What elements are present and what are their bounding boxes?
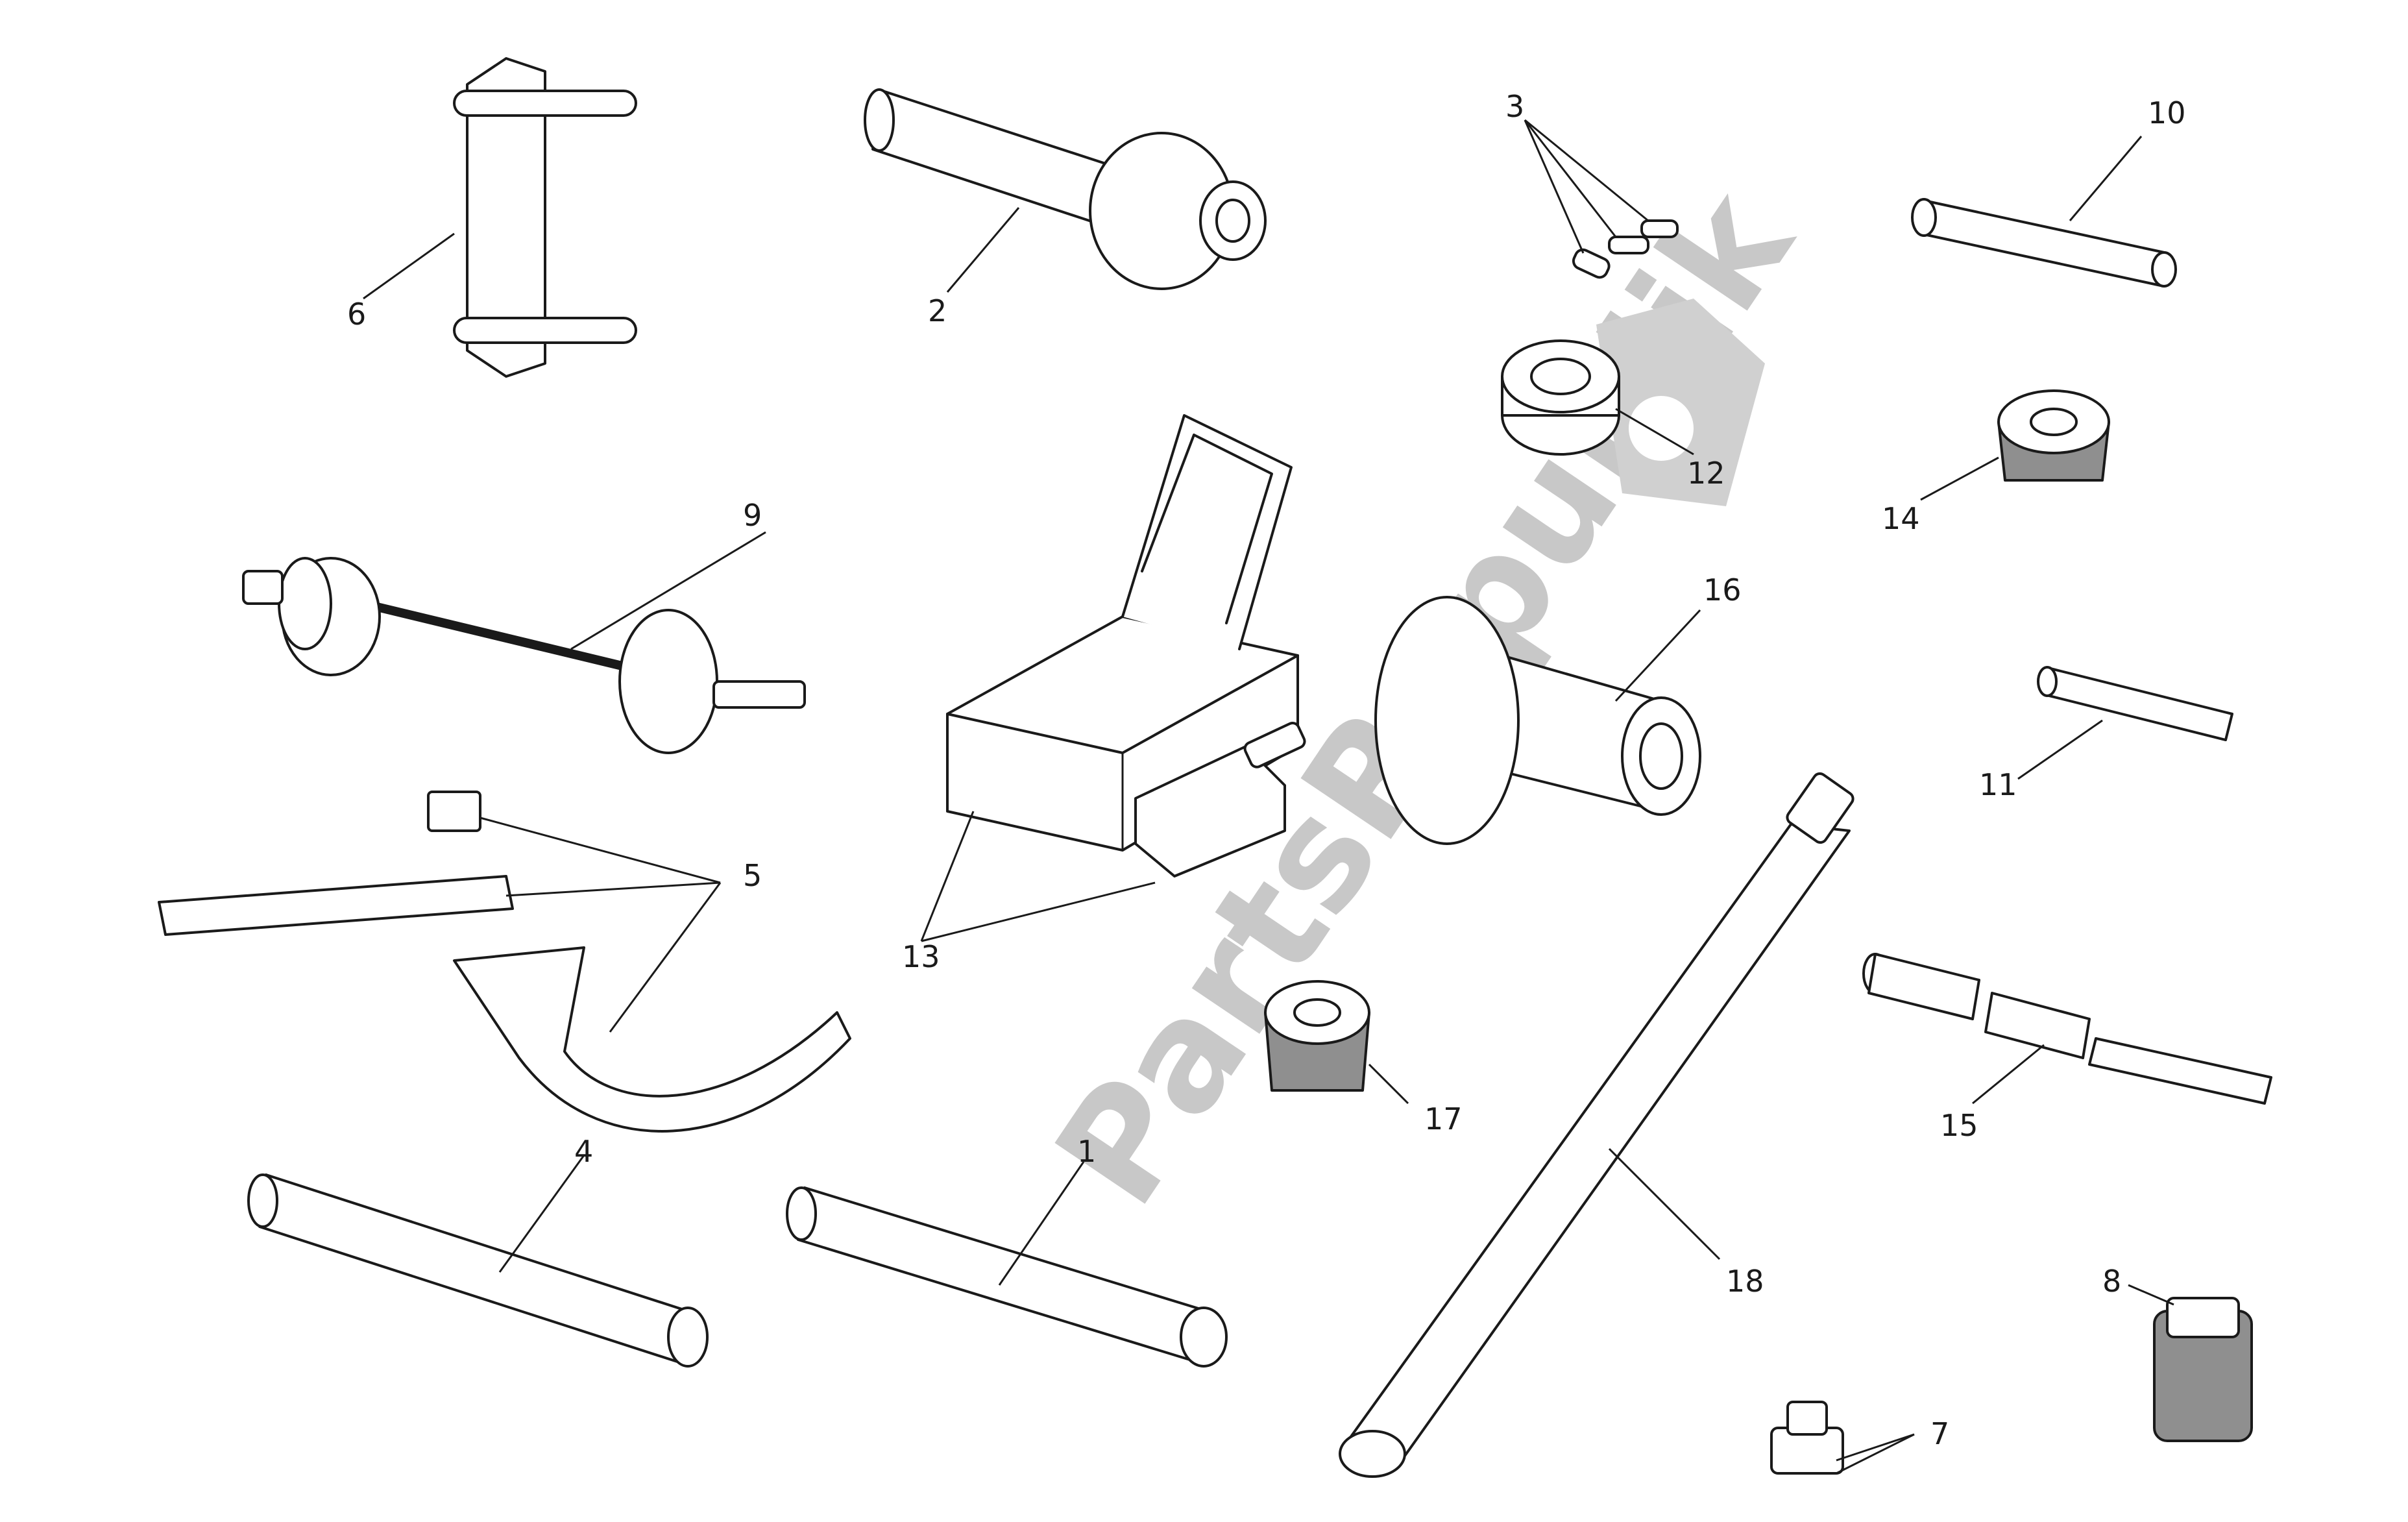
callout-11: 11 [1979, 767, 2017, 802]
part-5-spanner [158, 791, 851, 1133]
callout-17: 17 [1424, 1101, 1463, 1136]
part-16-driver [1374, 596, 1701, 845]
callout-15: 15 [1940, 1108, 1978, 1143]
callout-8: 8 [2102, 1264, 2121, 1299]
callout-12: 12 [1687, 456, 1725, 491]
callout-16: 16 [1703, 572, 1742, 608]
callout-13: 13 [902, 939, 940, 974]
callout-6: 6 [347, 297, 366, 332]
part-4-drift [247, 1155, 709, 1368]
callout-4: 4 [574, 1134, 593, 1169]
part-1-drift [786, 1161, 1228, 1368]
callout-7: 7 [1930, 1416, 1949, 1451]
callout-3: 3 [1505, 89, 1524, 124]
callout-2: 2 [928, 293, 947, 328]
part-8-knurled-tool [2128, 1284, 2253, 1442]
part-18-bar [1339, 772, 1855, 1478]
callout-1: 1 [1077, 1134, 1096, 1169]
callout-18: 18 [1726, 1264, 1764, 1299]
part-7-fitting [1770, 1401, 1915, 1475]
callout-9: 9 [743, 498, 762, 533]
part-2-drift [864, 88, 1267, 293]
callout-5: 5 [743, 858, 762, 893]
part-6-bracket [363, 57, 637, 378]
part-3-chain-links [1524, 119, 1679, 279]
callout-14: 14 [1882, 501, 1920, 536]
part-11-pin [2017, 666, 2233, 780]
callout-10: 10 [2148, 95, 2186, 130]
part-12-ring [1501, 339, 1694, 456]
part-17-bush [1264, 980, 1409, 1105]
part-13-tool-box [920, 414, 1306, 942]
callout-labels: 6 2 3 10 12 14 9 16 11 5 13 15 17 4 1 18… [347, 89, 2186, 1451]
watermark-gear-icon [1622, 389, 1700, 467]
part-10-pin [1911, 136, 2177, 288]
part-15-pin-set [1862, 953, 2272, 1105]
part-14-bush [1920, 389, 2110, 501]
part-9-puller [242, 531, 806, 754]
